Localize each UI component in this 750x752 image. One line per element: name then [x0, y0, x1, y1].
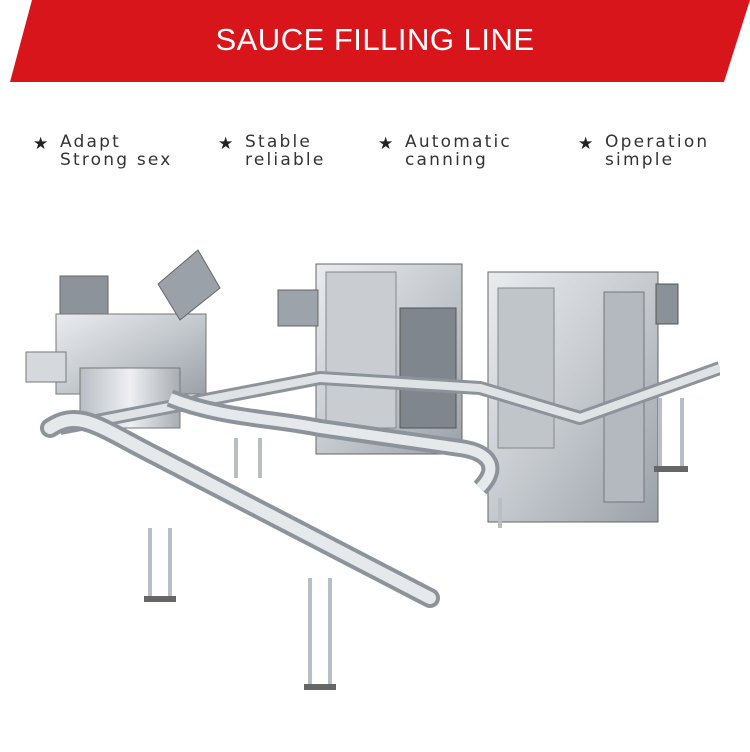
star-icon: ★ — [378, 134, 394, 154]
feature-item: ★ Automatic canning — [378, 133, 512, 169]
feature-list: ★ Adapt Strong sex ★ Stable reliable ★ A… — [0, 133, 750, 183]
feature-item: ★ Operation simple — [578, 133, 709, 169]
title-banner: SAUCE FILLING LINE — [0, 0, 750, 82]
machine-illustration — [25, 249, 723, 690]
filling-line-machine-image — [20, 228, 723, 708]
feature-text: Automatic canning — [405, 132, 512, 170]
feature-text: Adapt Strong sex — [60, 132, 173, 170]
feature-item: ★ Stable reliable — [218, 133, 326, 169]
feature-item: ★ Adapt Strong sex — [33, 133, 173, 169]
star-icon: ★ — [33, 134, 49, 154]
star-icon: ★ — [218, 134, 234, 154]
feature-text: Stable reliable — [245, 132, 326, 170]
feature-text: Operation simple — [605, 132, 710, 170]
page-title: SAUCE FILLING LINE — [215, 22, 535, 57]
banner-shape — [10, 0, 750, 82]
star-icon: ★ — [578, 134, 594, 154]
